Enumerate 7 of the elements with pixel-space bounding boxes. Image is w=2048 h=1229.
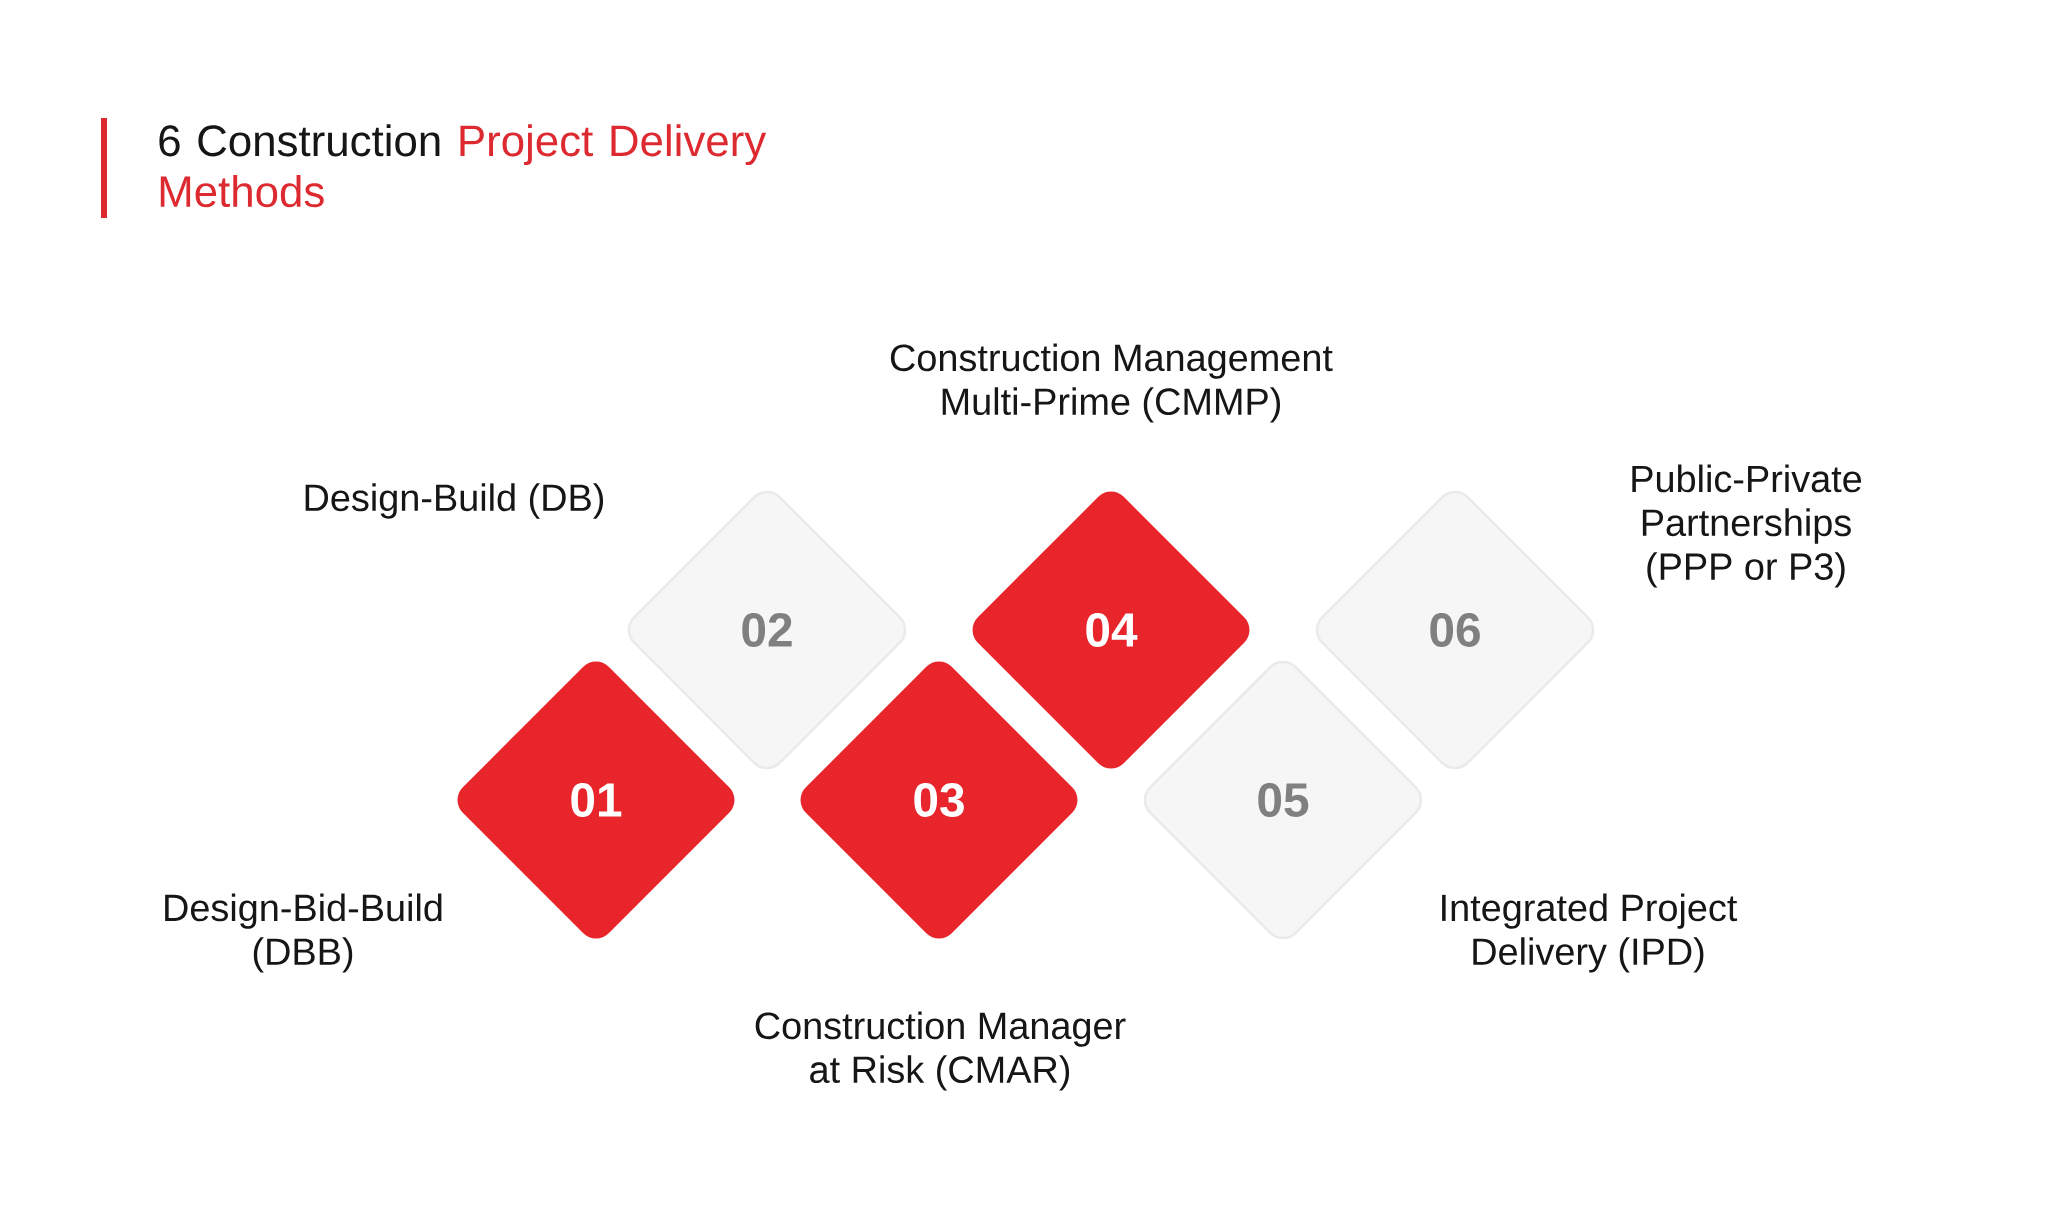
method-label: Public-Private Partnerships (PPP or P3) [1632,464,1862,588]
method-label: Integrated Project Delivery (IPD) [1442,893,1738,973]
method-label: Design-Build (DB) [305,483,604,519]
title: 6 Construction Project Delivery Methods [159,124,767,208]
method-label: Construction Manager at Risk (CMAR) [755,1011,1126,1091]
method-label: Construction Management Multi-Prime (CMMP) [890,343,1333,423]
method-label: Design-Bid-Build (DBB) [165,893,442,973]
